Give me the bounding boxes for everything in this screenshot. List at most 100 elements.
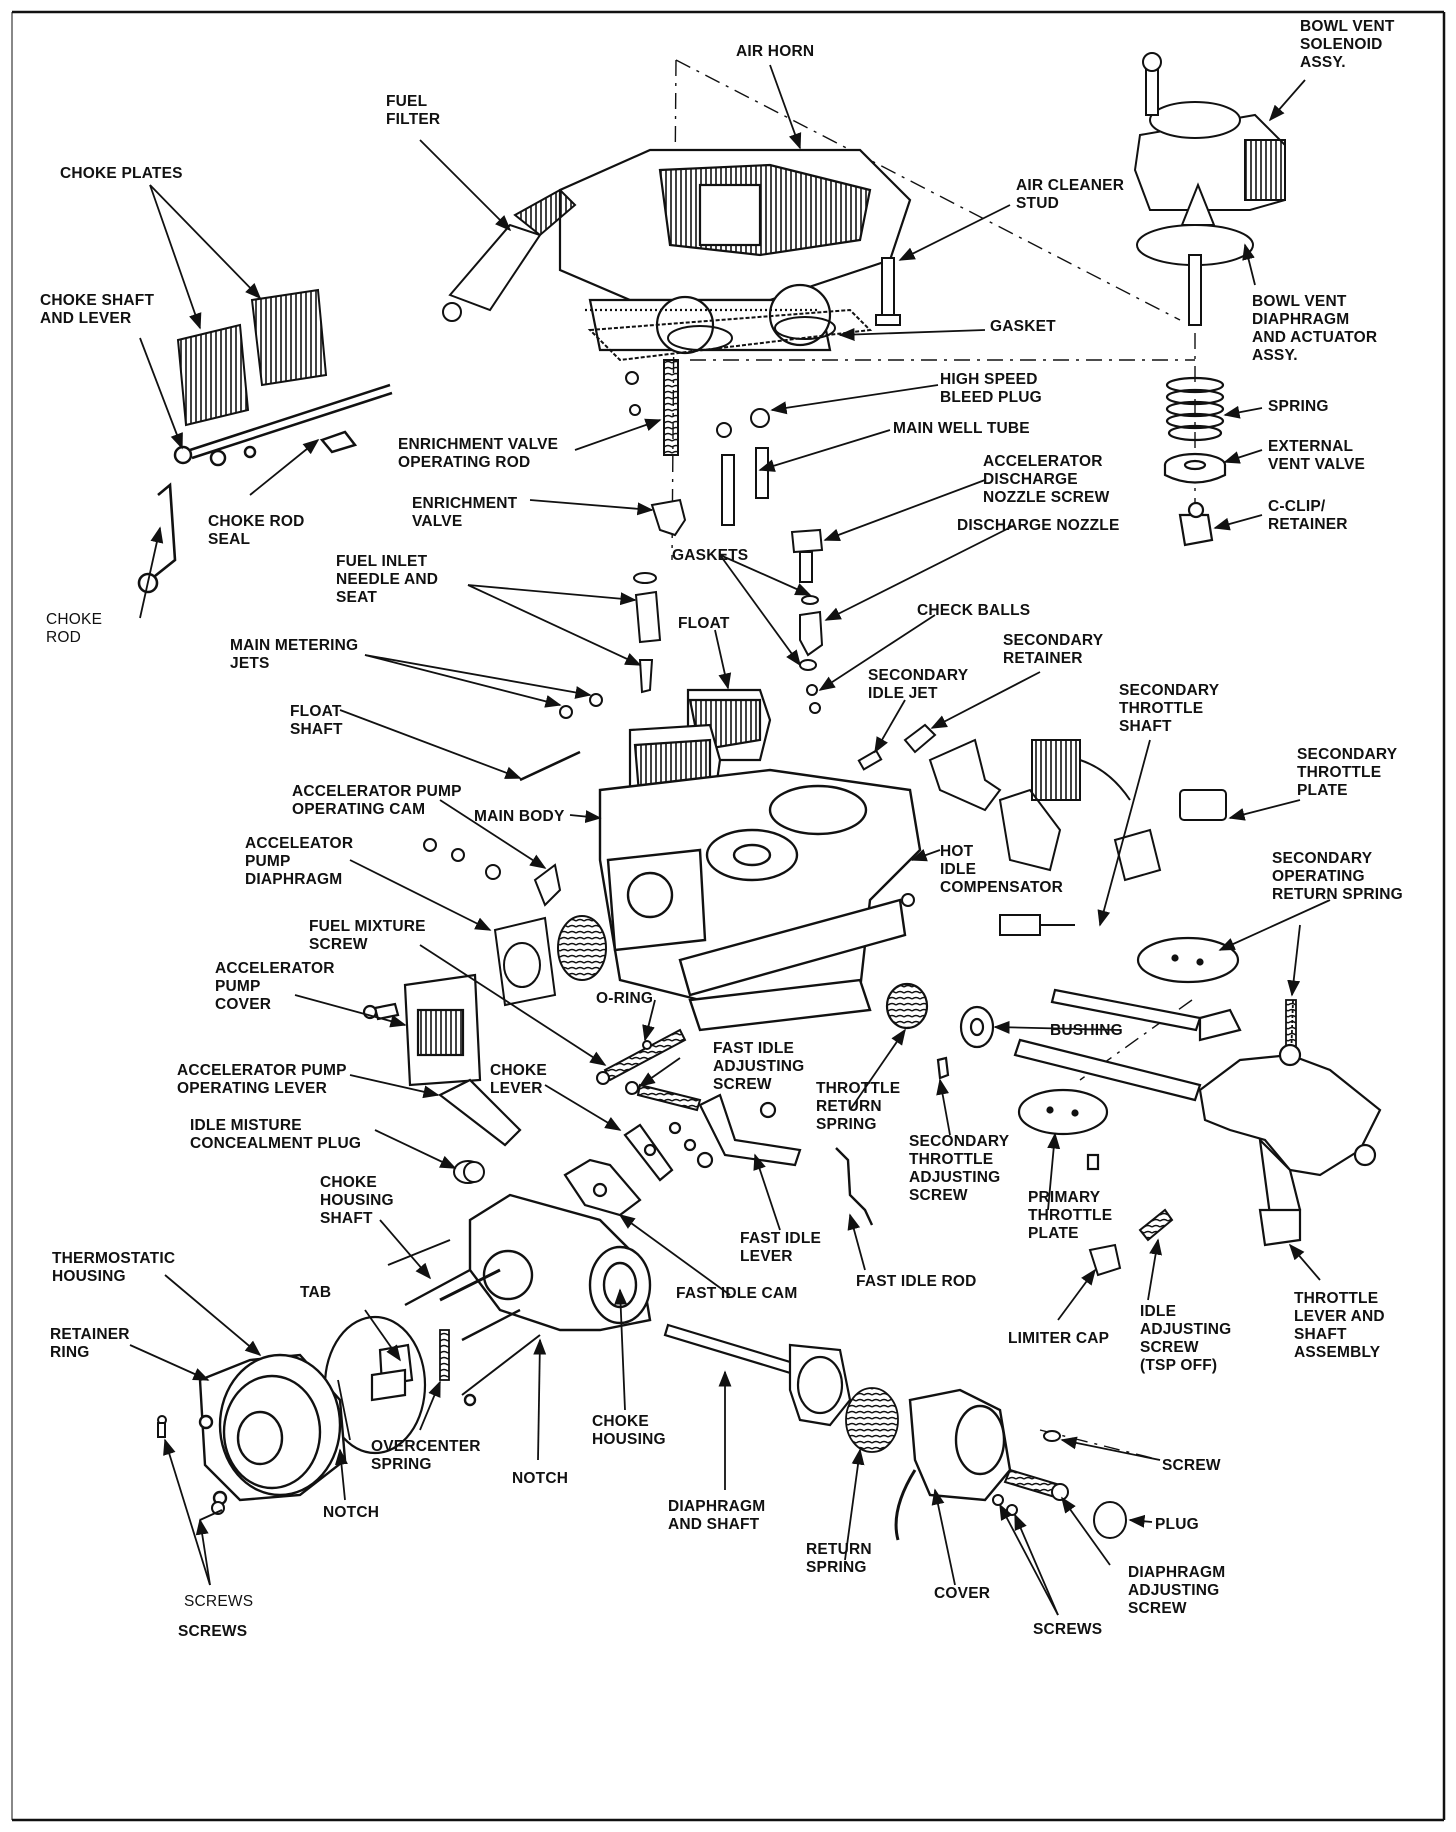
bowl-vent-diaphragm-part	[1136, 182, 1254, 326]
label-main-metering-jets: MAIN METERING JETS	[230, 637, 359, 672]
label-choke-rod-seal: CHOKE ROD SEAL	[208, 513, 305, 548]
label-fuel-mixture-screw: FUEL MIXTURE SCREW	[309, 918, 426, 953]
label-bowl-vent-diaphragm: BOWL VENT DIAPHRAGM AND ACTUATOR ASSY.	[1252, 293, 1378, 364]
primary-throttle-shaft-part	[1013, 1038, 1202, 1102]
label-idle-misture-concealment-plug: IDLE MISTURE CONCEALMENT PLUG	[190, 1117, 362, 1152]
label-air-cleaner-stud: AIR CLEANER STUD	[1016, 177, 1125, 212]
label-fuel-filter: FUEL FILTER	[386, 93, 441, 128]
label-notch-center: NOTCH	[512, 1470, 569, 1487]
label-secondary-operating-return-spring: SECONDARY OPERATING RETURN SPRING	[1272, 850, 1403, 903]
label-enrichment-valve: ENRICHMENT VALVE	[412, 495, 518, 530]
label-c-clip-retainer: C-CLIP/ RETAINER	[1268, 498, 1348, 533]
lower-return-spring-part	[845, 1387, 899, 1453]
idle-adjusting-screw-part	[1088, 1208, 1174, 1277]
diaphragm-adjusting-screw-part	[992, 1430, 1127, 1539]
float-shaft-part	[519, 750, 581, 782]
label-tab: TAB	[300, 1284, 332, 1301]
label-throttle-lever-shaft-assembly: THROTTLE LEVER AND SHAFT ASSEMBLY	[1294, 1290, 1385, 1361]
enrichment-valve-part	[625, 359, 687, 537]
label-external-vent-valve: EXTERNAL VENT VALVE	[1268, 438, 1366, 473]
label-accelerator-pump-cover: ACCELERATOR PUMP COVER	[215, 960, 335, 1013]
choke-lever-part	[623, 1121, 697, 1182]
fast-idle-lever-part	[696, 1093, 802, 1169]
label-gaskets: GASKETS	[672, 547, 749, 564]
label-spring: SPRING	[1268, 398, 1329, 415]
main-well-tube-part	[716, 408, 770, 526]
label-gasket: GASKET	[990, 318, 1056, 335]
label-secondary-idle-jet: SECONDARY IDLE JET	[868, 667, 969, 702]
label-choke-plates: CHOKE PLATES	[60, 165, 183, 182]
label-limiter-cap: LIMITER CAP	[1008, 1330, 1110, 1347]
label-primary-throttle-plate: PRIMARY THROTTLE PLATE	[1028, 1189, 1113, 1242]
main-metering-jets-part	[559, 693, 603, 719]
label-check-balls: CHECK BALLS	[917, 602, 1031, 619]
left-screws-part	[157, 1415, 225, 1521]
page-border	[11, 10, 1446, 1822]
label-throttle-return-spring: THROTTLE RETURN SPRING	[816, 1080, 901, 1133]
label-cover: COVER	[934, 1585, 991, 1602]
label-accelerator-discharge-nozzle-screw: ACCELERATOR DISCHARGE NOZZLE SCREW	[983, 453, 1110, 506]
label-fast-idle-cam: FAST IDLE CAM	[676, 1285, 798, 1302]
label-bowl-vent-solenoid: BOWL VENT SOLENOID ASSY.	[1300, 18, 1395, 71]
label-discharge-nozzle: DISCHARGE NOZZLE	[957, 517, 1120, 534]
hot-idle-compensator-part	[901, 893, 1075, 936]
label-main-well-tube: MAIN WELL TUBE	[893, 420, 1030, 437]
gasket-part	[587, 308, 873, 362]
diaphragm-cover-part	[894, 1388, 1012, 1541]
label-choke-lever: CHOKE LEVER	[490, 1062, 547, 1097]
fuel-mixture-screw-part	[596, 1028, 687, 1085]
label-secondary-retainer: SECONDARY RETAINER	[1003, 632, 1104, 667]
secondary-retainer-part	[857, 723, 937, 771]
label-retainer-ring: RETAINER RING	[50, 1326, 130, 1361]
label-acceleator-pump-diaphragm: ACCELEATOR PUMP DIAPHRAGM	[245, 835, 354, 888]
fuel-inlet-needle-part	[633, 572, 662, 694]
label-air-horn: AIR HORN	[736, 43, 815, 60]
leader-lines	[129, 64, 1331, 1616]
pump-diaphragm-part	[493, 915, 607, 1007]
diaphragm-shaft-part	[663, 1323, 852, 1427]
label-secondary-throttle-plate: SECONDARY THROTTLE PLATE	[1297, 746, 1398, 799]
fuel-filter-part	[442, 188, 577, 322]
choke-housing-part	[387, 1193, 652, 1407]
label-hot-idle-compensator: HOT IDLE COMPENSATOR	[940, 843, 1064, 896]
overcenter-spring-part	[439, 1329, 450, 1381]
secondary-throttle-shaft-part	[1050, 988, 1242, 1042]
throttle-lever-assembly-part	[1198, 1043, 1382, 1247]
pump-cover-part	[362, 973, 482, 1087]
air-cleaner-stud-part	[875, 257, 901, 326]
label-fast-idle-rod: FAST IDLE ROD	[856, 1273, 977, 1290]
main-body-part	[598, 768, 922, 1032]
secondary-throttle-plate-part	[1136, 936, 1240, 984]
bowl-vent-solenoid-part	[1133, 52, 1286, 211]
label-overcenter-spring: OVERCENTER SPRING	[371, 1438, 481, 1473]
label-secondary-throttle-shaft: SECONDARY THROTTLE SHAFT	[1119, 682, 1220, 735]
label-fuel-inlet-needle-seat: FUEL INLET NEEDLE AND SEAT	[336, 553, 439, 606]
external-vent-valve-part	[1163, 452, 1227, 484]
thermostatic-housing-part	[198, 1353, 351, 1506]
pump-operating-cam-part	[423, 838, 562, 907]
primary-throttle-plate-part	[1017, 1088, 1109, 1171]
label-fast-idle-lever: FAST IDLE LEVER	[740, 1230, 822, 1265]
pump-operating-lever-part	[437, 1078, 522, 1147]
label-screws-small: SCREWS	[184, 1593, 254, 1610]
label-secondary-throttle-adjusting-screw: SECONDARY THROTTLE ADJUSTING SCREW	[909, 1133, 1010, 1204]
label-choke-shaft-lever: CHOKE SHAFT AND LEVER	[40, 292, 155, 327]
choke-plates-part	[176, 288, 328, 427]
fast-idle-adjusting-screw-part	[625, 1081, 702, 1112]
label-high-speed-bleed-plug: HIGH SPEED BLEED PLUG	[940, 371, 1042, 406]
concealment-plug-part	[453, 1160, 485, 1184]
bushing-part	[885, 982, 995, 1080]
label-accelerator-pump-operating-cam: ACCELERATOR PUMP OPERATING CAM	[292, 783, 462, 818]
discharge-nozzle-part	[799, 595, 824, 714]
secondary-link-part	[928, 738, 1227, 882]
fast-idle-cam-part	[563, 1158, 642, 1217]
label-choke-rod: CHOKE ROD	[46, 611, 103, 646]
label-choke-housing: CHOKE HOUSING	[592, 1413, 666, 1448]
label-main-body: MAIN BODY	[474, 808, 565, 825]
air-horn-part	[558, 148, 912, 355]
nozzle-screw-part	[790, 528, 824, 583]
label-o-ring: O-RING	[596, 990, 654, 1007]
label-plug: PLUG	[1155, 1516, 1199, 1533]
